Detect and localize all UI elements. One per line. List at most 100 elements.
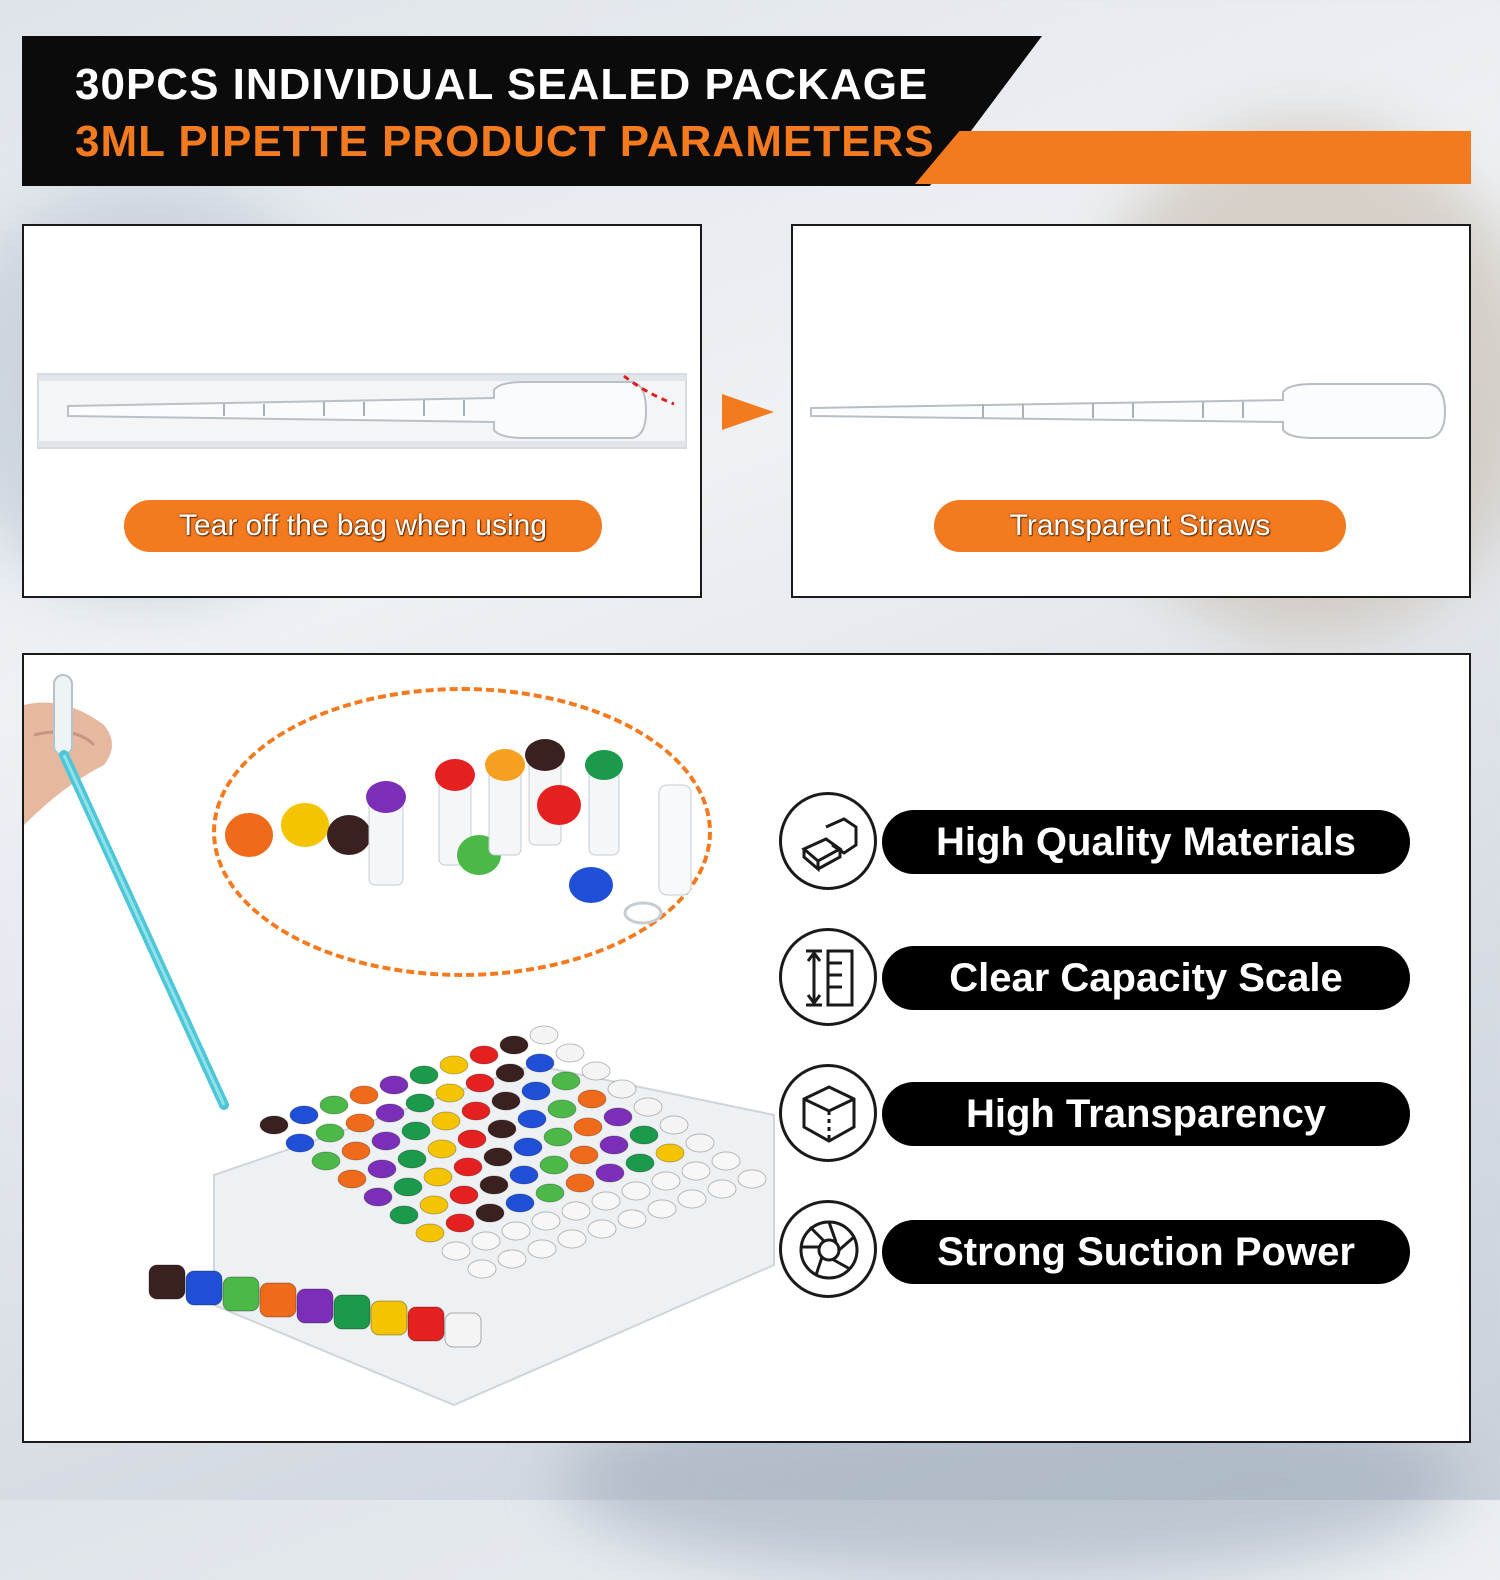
tube-cap [543, 1127, 573, 1147]
header-banner [22, 36, 1042, 186]
tube-cap [289, 1105, 319, 1125]
tube-cap [397, 1149, 427, 1169]
tube-cap [561, 1201, 591, 1221]
tube-cap [475, 1203, 505, 1223]
tube-cap [531, 1211, 561, 1231]
tube-cap [509, 1165, 539, 1185]
tube-cap [491, 1091, 521, 1111]
tube-cap [367, 1159, 397, 1179]
tube-cap [467, 1259, 497, 1279]
tube-cap [577, 1089, 607, 1109]
transparent-straws-label: Transparent Straws [934, 500, 1346, 552]
tube-cap [389, 1205, 419, 1225]
arrow-right-icon [722, 394, 774, 430]
transparent-straw-panel: Transparent Straws [791, 224, 1471, 598]
tube-cap [529, 1025, 559, 1045]
tube-cap [607, 1079, 637, 1099]
tube-cap [393, 1177, 423, 1197]
header-accent-bar [915, 131, 1471, 184]
tube-cap [547, 1099, 577, 1119]
tube-cap [581, 1061, 611, 1081]
tube-cap [449, 1185, 479, 1205]
tube-cap [469, 1045, 499, 1065]
tubes-closeup-image [225, 739, 692, 925]
tube-cap [479, 1175, 509, 1195]
tube-cap [457, 1129, 487, 1149]
loose-cap [259, 1282, 297, 1318]
tube-cap [315, 1123, 345, 1143]
tube-cap [427, 1139, 457, 1159]
tube-cap [557, 1229, 587, 1249]
tear-bag-label: Tear off the bag when using [124, 500, 602, 552]
tube-cap [629, 1125, 659, 1145]
feature-label-transparency: High Transparency [882, 1082, 1410, 1146]
tube-cap [737, 1169, 767, 1189]
tube-cap [435, 1083, 465, 1103]
tube-cap [345, 1113, 375, 1133]
feature-label-quality: High Quality Materials [882, 810, 1410, 874]
header-title-line2: 3ML PIPETTE PRODUCT PARAMETERS [75, 117, 935, 166]
loose-cap [296, 1288, 334, 1324]
tube-cap [521, 1081, 551, 1101]
loose-caps-image [148, 1264, 482, 1348]
tube-cap [517, 1109, 547, 1129]
tube-cap [497, 1249, 527, 1269]
tube-cap [461, 1101, 491, 1121]
tube-detail-inset [212, 687, 712, 977]
capacity-scale-icon [779, 928, 877, 1026]
tube-cap [603, 1107, 633, 1127]
tube-cap [371, 1131, 401, 1151]
tube-cap [483, 1147, 513, 1167]
tube-cap [651, 1171, 681, 1191]
tube-cap [591, 1191, 621, 1211]
tube-cap [505, 1193, 535, 1213]
tube-cap [647, 1199, 677, 1219]
tube-cap [337, 1169, 367, 1189]
tube-cap [431, 1111, 461, 1131]
hand-holding-pipette-image [24, 674, 229, 1110]
tube-cap [539, 1155, 569, 1175]
loose-cap [148, 1264, 186, 1300]
feature-label-suction: Strong Suction Power [882, 1220, 1410, 1284]
tube-cap [453, 1157, 483, 1177]
loose-cap [444, 1312, 482, 1348]
tube-cap [499, 1035, 529, 1055]
tube-cap [439, 1055, 469, 1075]
tube-cap [555, 1043, 585, 1063]
tube-cap [349, 1085, 379, 1105]
tube-cap [677, 1189, 707, 1209]
tube-cap [441, 1241, 471, 1261]
tube-cap [711, 1151, 741, 1171]
tube-cap [363, 1187, 393, 1207]
tube-cap [599, 1135, 629, 1155]
tube-cap [311, 1151, 341, 1171]
tube-cap [685, 1133, 715, 1153]
tube-cap [415, 1223, 445, 1243]
tube-cap [445, 1213, 475, 1233]
feature-label-scale: Clear Capacity Scale [882, 946, 1410, 1010]
tube-cap [405, 1093, 435, 1113]
transparent-pipette-image [810, 383, 1447, 439]
loose-cap [333, 1294, 371, 1330]
tube-cap [375, 1103, 405, 1123]
loose-cap [370, 1300, 408, 1336]
sealed-pipette-image [37, 373, 687, 449]
tube-cap [527, 1239, 557, 1259]
tube-cap [495, 1063, 525, 1083]
transparency-cube-icon [779, 1064, 877, 1162]
tube-cap [513, 1137, 543, 1157]
tube-cap [423, 1167, 453, 1187]
tube-cap [409, 1065, 439, 1085]
tube-cap [551, 1071, 581, 1091]
sealed-package-panel: Tear off the bag when using [22, 224, 702, 598]
tube-cap [681, 1161, 711, 1181]
quality-materials-icon [779, 792, 877, 890]
tube-cap [707, 1179, 737, 1199]
tube-cap [621, 1181, 651, 1201]
tube-cap [525, 1053, 555, 1073]
tube-cap [569, 1145, 599, 1165]
tube-cap [419, 1195, 449, 1215]
tube-cap [659, 1115, 689, 1135]
tube-cap [465, 1073, 495, 1093]
suction-aperture-icon [779, 1200, 877, 1298]
